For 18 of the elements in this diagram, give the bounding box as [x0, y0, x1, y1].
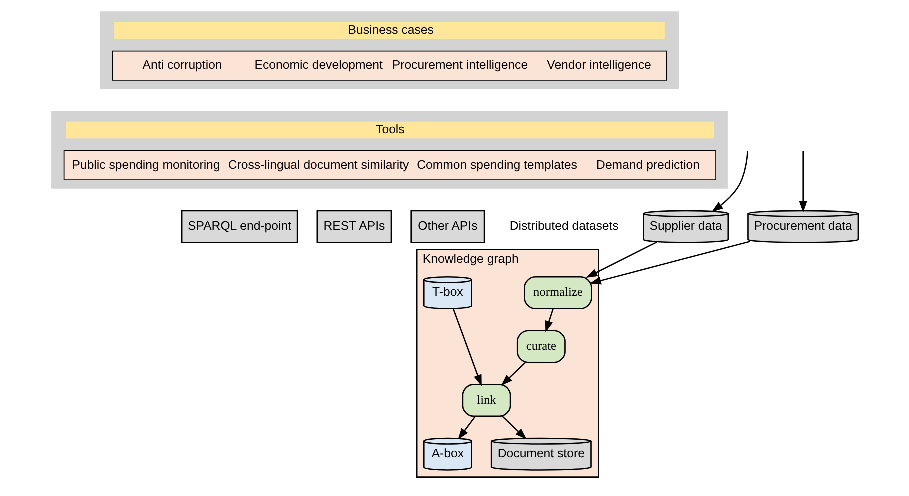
node-box: Tools Public spending monitoring Cross-lingual document similarity Common spending templates Demand prediction: [51, 111, 728, 189]
node-box: normalize: [524, 276, 592, 310]
node-box: curate: [516, 330, 566, 364]
arrow: [589, 240, 750, 285]
arrow: [798, 151, 807, 213]
label: Distributed datasets: [509, 219, 618, 234]
node-box: link: [462, 384, 511, 418]
node-box: REST APIs: [316, 210, 392, 244]
node-box: Business cases Anti corruption Economic development Procurement intelligence Vendor intelligence: [100, 12, 678, 90]
arrow: [452, 308, 482, 386]
arrow: [711, 151, 748, 212]
node-box: SPARQL end-point: [180, 210, 298, 244]
arrow: [586, 242, 657, 278]
node-box: Other APIs: [410, 210, 485, 244]
arrow: [544, 308, 554, 333]
arrow: [502, 416, 526, 440]
arrow: [500, 362, 526, 386]
arrow: [458, 416, 476, 440]
